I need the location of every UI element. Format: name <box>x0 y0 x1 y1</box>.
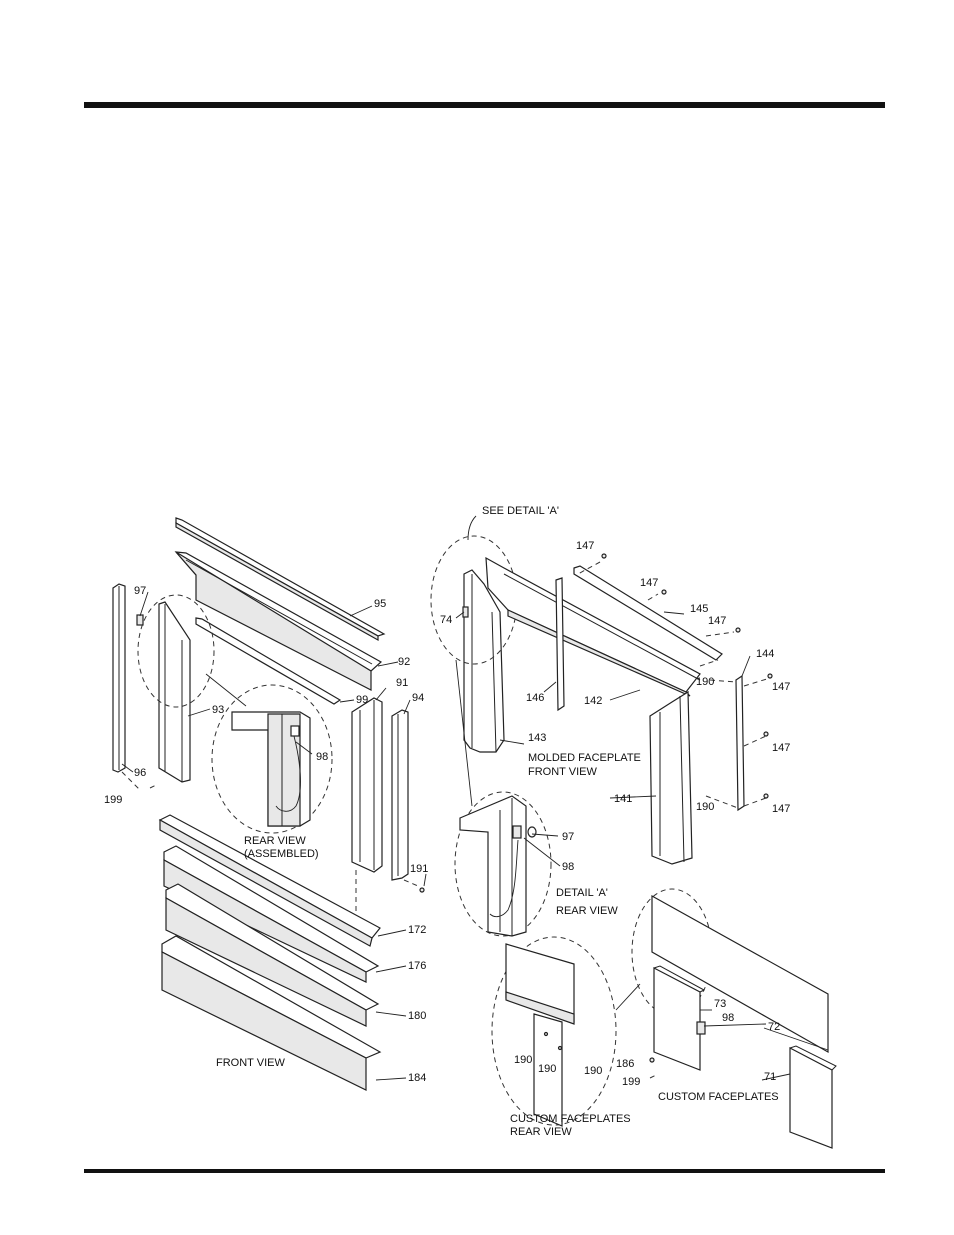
callout-95: 95 <box>374 598 386 610</box>
part-146-bracket <box>556 578 564 710</box>
custom-faceplates-rear <box>492 937 616 1126</box>
see-detail-label: SEE DETAIL 'A' <box>482 505 559 517</box>
callout-142: 142 <box>584 695 602 707</box>
detail-a-rear-view <box>455 792 551 936</box>
callout-92: 92 <box>398 656 410 668</box>
detail-a-label: DETAIL 'A' <box>556 887 608 899</box>
callout-190-a: 190 <box>696 676 714 688</box>
callout-199: 199 <box>104 794 122 806</box>
callout-73: 73 <box>714 998 726 1010</box>
molded-faceplate-label: MOLDED FACEPLATE <box>528 752 641 764</box>
callout-190-c: 190 <box>514 1054 532 1066</box>
callout-176: 176 <box>408 960 426 972</box>
callout-146: 146 <box>526 692 544 704</box>
callout-144: 144 <box>756 648 774 660</box>
callout-94: 94 <box>412 692 424 704</box>
callout-72: 72 <box>768 1021 780 1033</box>
callout-147-f: 147 <box>772 803 790 815</box>
callout-93: 93 <box>212 704 224 716</box>
custom-faceplates-label: CUSTOM FACEPLATES <box>658 1091 779 1103</box>
callout-145: 145 <box>690 603 708 615</box>
callout-190-e: 190 <box>584 1065 602 1077</box>
callout-147-c: 147 <box>708 615 726 627</box>
custom-faceplates-rear-label: CUSTOM FACEPLATES <box>510 1113 631 1125</box>
callout-190-d: 190 <box>538 1063 556 1075</box>
front-view-label: FRONT VIEW <box>216 1057 285 1069</box>
callout-97-b: 97 <box>562 831 574 843</box>
molded-front-view-label: FRONT VIEW <box>528 766 597 778</box>
callout-191: 191 <box>410 863 428 875</box>
callout-71: 71 <box>764 1071 776 1083</box>
callout-180: 180 <box>408 1010 426 1022</box>
part-93-left-pilaster <box>159 602 190 782</box>
callout-74: 74 <box>440 614 452 626</box>
assembled-label: (ASSEMBLED) <box>244 848 319 860</box>
callout-141: 141 <box>614 793 632 805</box>
callout-98-c: 98 <box>722 1012 734 1024</box>
rear-view-label: REAR VIEW <box>244 835 306 847</box>
part-96-side-rail <box>113 584 125 772</box>
custom-rear-view-label: REAR VIEW <box>510 1126 572 1138</box>
part-144-side-rail <box>736 676 744 810</box>
callout-98: 98 <box>316 751 328 763</box>
callout-147-e: 147 <box>772 742 790 754</box>
callout-190-b: 190 <box>696 801 714 813</box>
callout-96: 96 <box>134 767 146 779</box>
callout-97: 97 <box>134 585 146 597</box>
callout-172: 172 <box>408 924 426 936</box>
callout-91: 91 <box>396 677 408 689</box>
callout-199-b: 199 <box>622 1076 640 1088</box>
callout-147-d: 147 <box>772 681 790 693</box>
part-91-right-pilaster <box>352 698 382 872</box>
part-141-molded-right <box>650 692 692 864</box>
rear-view-assembled <box>212 685 332 833</box>
callout-184: 184 <box>408 1072 426 1084</box>
part-97-switch <box>137 615 143 625</box>
callout-186: 186 <box>616 1058 634 1070</box>
part-94-rail <box>392 710 408 880</box>
detail-rear-view-label: REAR VIEW <box>556 905 618 917</box>
callout-98-b: 98 <box>562 861 574 873</box>
callout-143: 143 <box>528 732 546 744</box>
callout-147-b: 147 <box>640 577 658 589</box>
callout-99: 99 <box>356 694 368 706</box>
callout-147-a: 147 <box>576 540 594 552</box>
